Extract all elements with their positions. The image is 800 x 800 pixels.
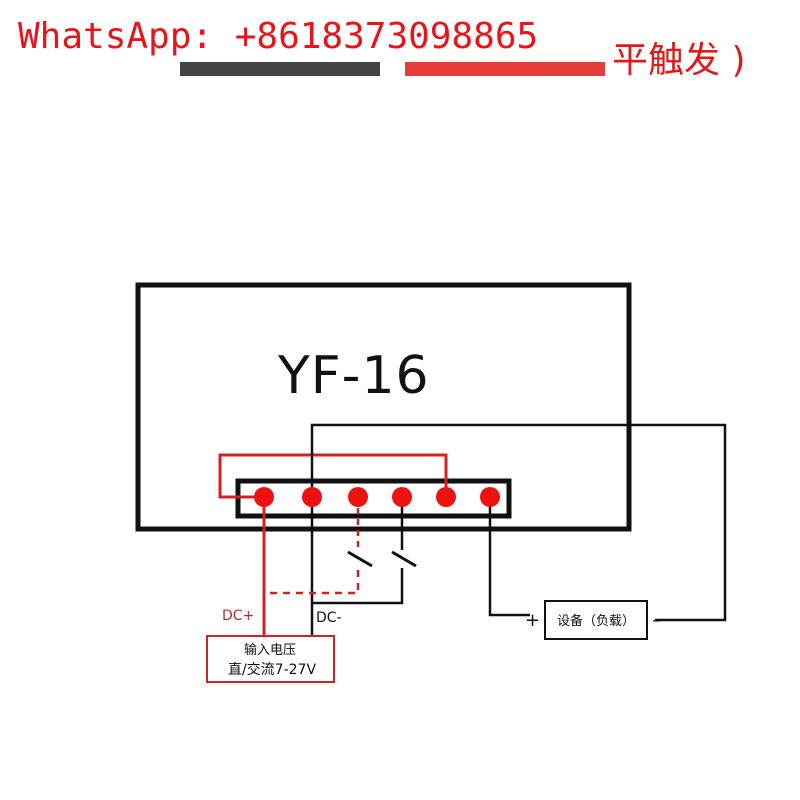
terminal-3 <box>348 487 368 507</box>
input-voltage-line2: 直/交流7-27V <box>228 661 316 678</box>
module-box <box>135 282 632 532</box>
input-voltage-line1: 输入电压 <box>244 642 296 658</box>
switch2-lower-wire <box>312 568 404 605</box>
load-label: 设备（负载） <box>557 613 635 629</box>
red-jumper-wire <box>218 453 448 499</box>
terminal-1 <box>254 487 274 507</box>
load-negative-wire <box>310 423 727 622</box>
load-positive-wire <box>488 497 530 617</box>
watermark-text: WhatsApp: +8618373098865 <box>18 16 538 57</box>
terminal-5 <box>436 487 456 507</box>
terminal-6 <box>480 487 500 507</box>
load-plus-marker: + <box>525 610 540 631</box>
terminal-2 <box>302 487 322 507</box>
input-voltage-box <box>206 635 335 683</box>
load-minus-marker: – <box>652 610 661 631</box>
terminal-strip <box>235 478 512 519</box>
load-box <box>544 600 648 640</box>
dc-plus-label: DC+ <box>222 608 254 624</box>
dc-minus-label: DC- <box>316 610 342 626</box>
switch1-contact <box>347 550 373 568</box>
switch2-contact <box>391 550 417 568</box>
terminal-4 <box>392 487 412 507</box>
header-title-fragment: 平触发 ) <box>612 40 746 81</box>
terminal-dots <box>254 487 500 507</box>
header-obscured-text <box>180 62 605 76</box>
module-label: YF-16 <box>277 346 430 406</box>
